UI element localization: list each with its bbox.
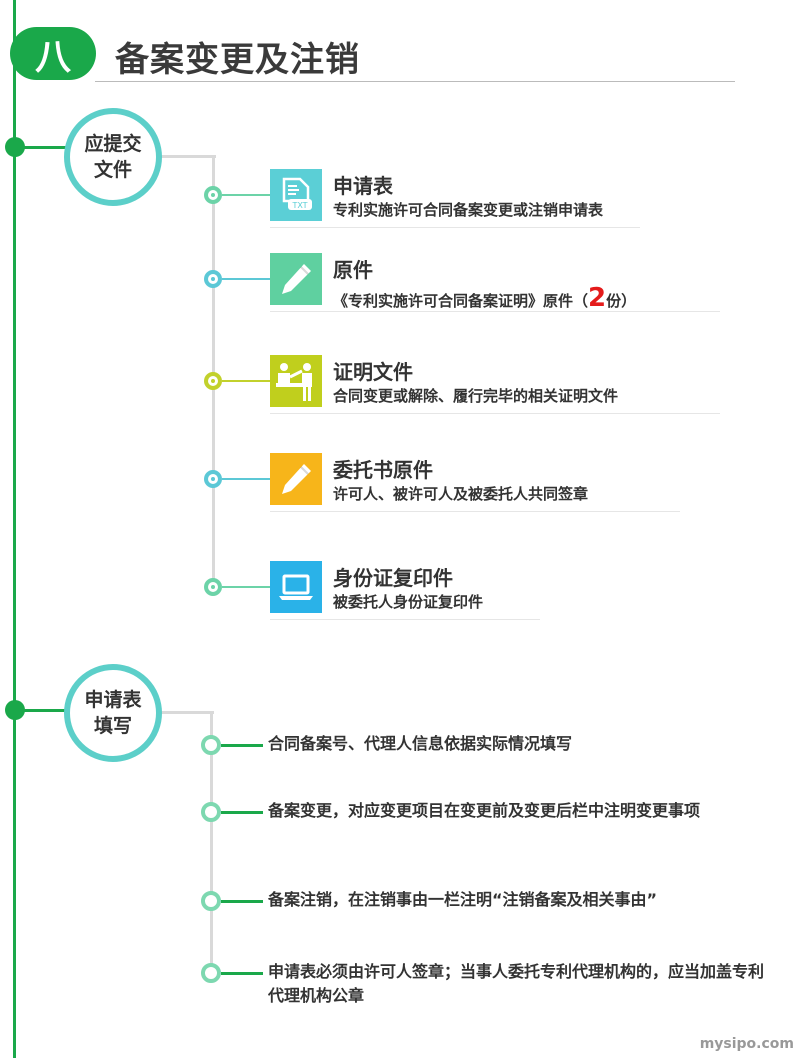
item-marker bbox=[204, 372, 222, 390]
item-marker bbox=[204, 578, 222, 596]
form-instruction: 合同备案号、代理人信息依据实际情况填写 bbox=[268, 734, 573, 753]
item-underline bbox=[270, 311, 720, 312]
item-title: 申请表 bbox=[333, 174, 393, 198]
section-label-form: 申请表 填写 bbox=[64, 664, 162, 762]
item-description: 许可人、被许可人及被委托人共同签章 bbox=[333, 485, 589, 503]
txt-file-icon: TXT bbox=[270, 169, 322, 221]
svg-text:TXT: TXT bbox=[291, 201, 307, 210]
branch-line bbox=[210, 711, 213, 977]
label-line: 应提交 bbox=[84, 133, 142, 155]
item-subtitle: 许可人、被许可人及被委托人共同签章 bbox=[333, 483, 588, 504]
timeline-line bbox=[13, 0, 16, 1058]
pencil-icon bbox=[270, 253, 322, 305]
pencil-icon bbox=[270, 453, 322, 505]
item-underline bbox=[270, 619, 540, 620]
section-number-badge: 八 bbox=[10, 27, 96, 80]
item-subtitle: 被委托人身份证复印件 bbox=[333, 591, 483, 612]
copy-count: 2 bbox=[588, 283, 607, 313]
laptop-icon bbox=[270, 561, 322, 613]
connector bbox=[222, 478, 270, 480]
item-title: 委托书原件 bbox=[333, 458, 433, 482]
item-description: 合同变更或解除、履行完毕的相关证明文件 bbox=[333, 387, 619, 405]
connector bbox=[221, 811, 263, 814]
item-marker bbox=[201, 802, 221, 822]
connector bbox=[222, 194, 270, 196]
item-subtitle: 《专利实施许可合同备案证明》原件（2份） bbox=[333, 283, 636, 313]
section-label-files: 应提交 文件 bbox=[64, 108, 162, 206]
item-description-end: 份） bbox=[606, 292, 637, 310]
item-underline bbox=[270, 511, 680, 512]
connector bbox=[158, 711, 214, 714]
page-title: 备案变更及注销 bbox=[115, 40, 360, 80]
item-marker bbox=[204, 186, 222, 204]
label-line: 文件 bbox=[93, 159, 132, 181]
form-instruction: 申请表必须由许可人签章；当事人委托专利代理机构的，应当加盖专利代理机构公章 bbox=[268, 962, 765, 1005]
connector bbox=[14, 709, 70, 712]
connector bbox=[221, 972, 263, 975]
item-underline bbox=[270, 227, 640, 228]
title-divider bbox=[95, 81, 735, 82]
connector bbox=[222, 586, 270, 588]
watermark: mysipo.com bbox=[699, 1036, 794, 1052]
connector bbox=[14, 146, 70, 149]
item-title: 原件 bbox=[333, 258, 373, 282]
item-description: 专利实施许可合同备案变更或注销申请表 bbox=[333, 201, 604, 219]
item-marker bbox=[201, 891, 221, 911]
connector bbox=[158, 155, 216, 158]
item-description: 《专利实施许可合同备案证明》原件（ bbox=[333, 292, 589, 310]
item-marker bbox=[201, 735, 221, 755]
people-desk-icon bbox=[270, 355, 322, 407]
item-underline bbox=[270, 413, 720, 414]
item-marker bbox=[204, 470, 222, 488]
form-instruction: 备案变更，对应变更项目在变更前及变更后栏中注明变更事项 bbox=[268, 801, 701, 820]
item-description: 被委托人身份证复印件 bbox=[333, 593, 484, 611]
form-instruction: 备案注销，在注销事由一栏注明“注销备案及相关事由” bbox=[268, 890, 658, 909]
connector bbox=[222, 278, 270, 280]
item-subtitle: 专利实施许可合同备案变更或注销申请表 bbox=[333, 199, 603, 220]
connector bbox=[221, 900, 263, 903]
item-marker bbox=[201, 963, 221, 983]
connector bbox=[222, 380, 270, 382]
item-title: 证明文件 bbox=[333, 360, 413, 384]
connector bbox=[221, 744, 263, 747]
label-line: 填写 bbox=[93, 715, 132, 737]
label-line: 申请表 bbox=[84, 689, 142, 711]
item-marker bbox=[204, 270, 222, 288]
item-subtitle: 合同变更或解除、履行完毕的相关证明文件 bbox=[333, 385, 618, 406]
item-title: 身份证复印件 bbox=[333, 566, 453, 590]
